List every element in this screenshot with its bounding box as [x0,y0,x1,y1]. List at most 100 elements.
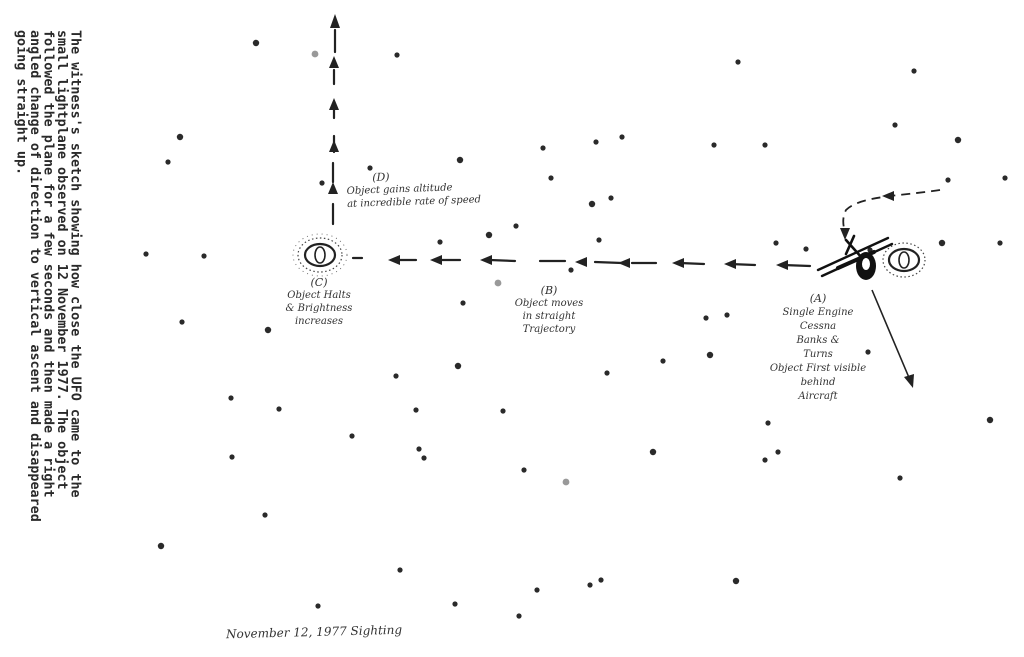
star-dot [421,455,427,461]
star-dot [762,142,768,148]
star-dot [598,577,604,583]
star-dot [604,370,610,376]
star-dot [367,165,373,171]
horizontal-trajectory-arrowheads [388,255,788,270]
label-a-line: Single Engine [782,307,854,318]
approach-arrow [840,189,941,240]
star-dot [437,239,443,245]
label-b-letter: (B) [540,284,558,297]
star-dot [276,406,282,412]
star-dot [521,467,527,473]
star-dot [649,448,657,456]
aircraft-departure-arrow [871,289,914,388]
star-dot [500,408,506,414]
star-dot [179,319,185,325]
star-dot [228,395,234,401]
star-dot [997,240,1003,246]
star-dot [319,180,325,186]
faint-star-dot [311,50,319,58]
ufo-object-halted [292,233,348,277]
star-dot [201,253,207,259]
label-b-line: Trajectory [522,324,576,335]
star-dot [593,139,599,145]
label-a: (A) Single Engine Cessna Banks & Turns O… [748,292,888,404]
label-a-line: Object First visible [769,363,867,374]
star-dot [534,587,540,593]
label-a-line: Banks & [796,335,840,346]
label-a-letter: (A) [809,292,827,305]
star-dot [394,52,400,58]
label-c-line: increases [294,316,344,327]
star-dot [513,223,519,229]
star-dot [229,454,235,460]
star-dot [724,312,730,318]
label-c: (C) Object Halts & Brightness increases [262,276,376,328]
star-dot [264,326,272,334]
star-dot [897,475,903,481]
star-dot [540,145,546,151]
star-dot [711,142,717,148]
label-c-line: & Brightness [285,303,353,314]
star-dot [938,239,946,247]
star-dot [660,358,666,364]
label-c-letter: (C) [310,276,328,289]
star-dot [735,59,741,65]
horizontal-trajectory-dashes [351,256,812,268]
star-field [143,39,1008,619]
star-dot [706,351,714,359]
star-dot [945,177,951,183]
star-dot [954,136,962,144]
star-dot [892,122,898,128]
star-dot [143,251,149,257]
star-dot [865,349,871,355]
star-dot [619,134,625,140]
star-dot [596,237,602,243]
star-dot [703,315,709,321]
star-dot [775,449,781,455]
star-dot [252,39,260,47]
label-b: (B) Object moves in straight Trajectory [494,284,604,336]
star-dot [587,582,593,588]
caption-line: followed the plane for a few seconds and… [40,30,56,498]
caption-line: going straight up. [13,30,29,176]
star-dot [773,240,779,246]
star-dot [732,577,740,585]
star-dot [608,195,614,201]
star-dot [165,159,171,165]
vertical-ascent-arrowheads [328,14,340,194]
star-dot [262,512,268,518]
star-dot [413,407,419,413]
star-dot [762,457,768,463]
star-dot [315,603,321,609]
star-dot [349,433,355,439]
label-a-line: Turns [803,349,833,360]
star-dot [803,246,809,252]
figure-caption: The witness's sketch showing how close t… [13,30,83,522]
star-dot [485,231,493,239]
caption-line: The witness's sketch showing how close t… [67,30,83,498]
star-dot [1002,175,1008,181]
label-a-line: behind [800,377,836,388]
label-b-line: in straight [522,311,576,322]
caption-line: angled change of direction to vertical a… [27,30,42,522]
star-dot [765,420,771,426]
star-dot [460,300,466,306]
label-b-line: Object moves [514,298,584,309]
label-a-line: Aircraft [798,391,838,402]
star-dot [588,200,596,208]
star-dot [397,567,403,573]
star-dot [568,267,574,273]
star-dot [516,613,522,619]
star-dot [452,601,458,607]
star-dot [416,446,422,452]
caption-line: small lightplane observed on 12 November… [54,30,69,490]
star-dot [176,133,184,141]
cessna-aircraft [816,234,894,280]
star-dot [986,416,994,424]
faint-star-dot [494,279,502,287]
star-dot [548,175,554,181]
star-dot [454,362,462,370]
label-d: (D) Object gains altitude at incredible … [346,167,481,211]
star-dot [911,68,917,74]
